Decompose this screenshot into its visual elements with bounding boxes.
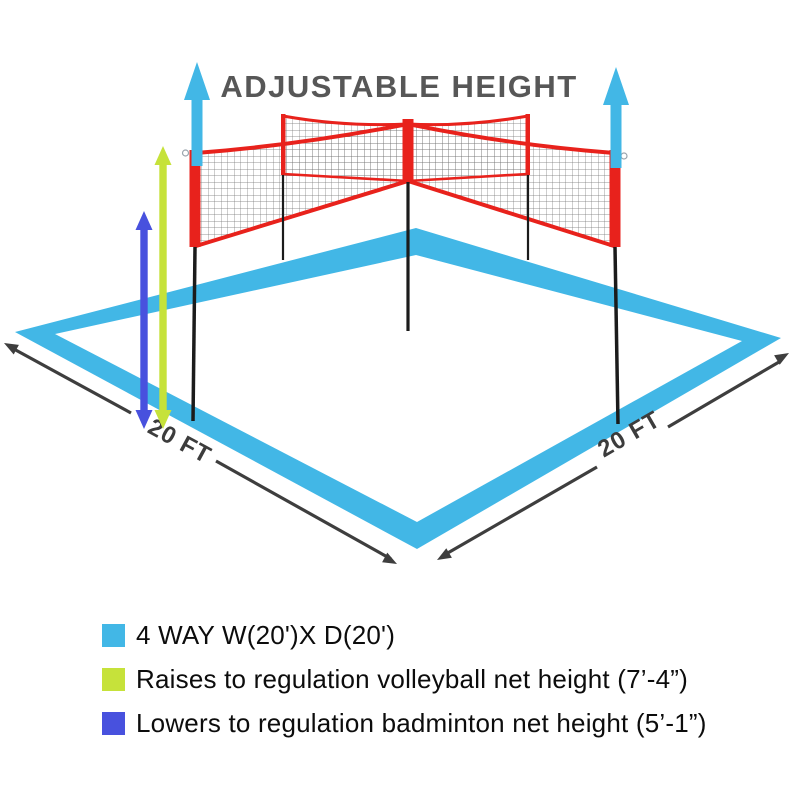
legend-swatch-cyan-rect	[102, 624, 125, 647]
court-net-diagram: 20 FT 20 FT	[4, 62, 789, 564]
net-bottom-edge-back-left	[281, 172, 410, 183]
net-ground-poles	[191, 175, 620, 425]
arrowhead-right-top-icon	[774, 353, 789, 365]
post-eyelet-left-icon	[181, 149, 190, 157]
post-back-right	[525, 114, 530, 175]
legend-item-badminton-height: Lowers to regulation badminton net heigh…	[102, 708, 707, 739]
violet-arrow-shaft	[140, 227, 148, 412]
dimension-line-left-lower-segment	[215, 459, 392, 561]
post-left	[189, 150, 201, 247]
post-right	[609, 150, 621, 247]
page-title: ADJUSTABLE HEIGHT	[220, 69, 577, 104]
net-top-edge-front-right	[406, 122, 616, 155]
legend-label-court-size: 4 WAY W(20')X D(20')	[136, 620, 396, 650]
post-back-left	[281, 114, 286, 175]
net-bottom-edge-front-right	[406, 179, 616, 248]
up-arrow-right-icon	[603, 67, 629, 168]
volleyball-height-arrow	[154, 146, 172, 429]
legend-swatch-violet-icon	[102, 712, 125, 735]
violet-arrowhead-bottom-icon	[135, 410, 153, 429]
net-frame-edges	[194, 114, 616, 248]
lime-arrowhead-top-icon	[154, 146, 172, 165]
violet-arrowhead-top-icon	[135, 211, 153, 230]
legend-swatch-lime-icon	[102, 668, 125, 691]
pole-right	[613, 246, 620, 425]
dimension-line-right-lower-segment	[445, 465, 598, 556]
net-top-edge-back-left	[281, 114, 410, 127]
net-posts	[189, 114, 621, 247]
legend-item-volleyball-height: Raises to regulation volleyball net heig…	[102, 664, 707, 695]
arrowhead-left-bottom-icon	[382, 552, 397, 564]
net-mesh-panel-front-left	[196, 126, 408, 244]
badminton-height-arrow	[135, 211, 153, 429]
legend-item-court-size: 4 WAY W(20')X D(20')	[102, 620, 707, 651]
up-arrow-left-icon	[184, 62, 210, 166]
arrowhead-left-top-icon	[4, 343, 19, 355]
post-eyelet-right-icon	[620, 152, 628, 160]
adjust-up-arrows	[184, 62, 629, 168]
pole-left	[191, 246, 197, 422]
legend-swatch-violet-rect	[102, 712, 125, 735]
post-center	[402, 119, 414, 182]
net-bottom-edge-back-right	[406, 172, 530, 183]
legend-label-badminton-height: Lowers to regulation badminton net heigh…	[136, 708, 707, 738]
net-mesh-panels	[196, 118, 614, 244]
dimension-line-left-upper-segment	[11, 346, 132, 415]
lime-arrow-shaft	[159, 162, 167, 412]
legend-swatch-cyan-icon	[102, 624, 125, 647]
net-bottom-edge-front-left	[194, 179, 410, 248]
legend-swatch-lime-rect	[102, 668, 125, 691]
net-top-edge-front-left	[194, 122, 410, 155]
lime-arrowhead-bottom-icon	[154, 410, 172, 429]
dimension-line-right-upper-segment	[667, 360, 780, 429]
legend: 4 WAY W(20')X D(20') Raises to regulatio…	[102, 620, 707, 739]
arrowhead-right-bottom-icon	[437, 548, 452, 560]
legend-label-volleyball-height: Raises to regulation volleyball net heig…	[136, 664, 688, 694]
court-boundary-inner	[55, 255, 742, 522]
net-mesh-panel-front-right	[408, 126, 614, 244]
court-boundary	[15, 228, 781, 549]
